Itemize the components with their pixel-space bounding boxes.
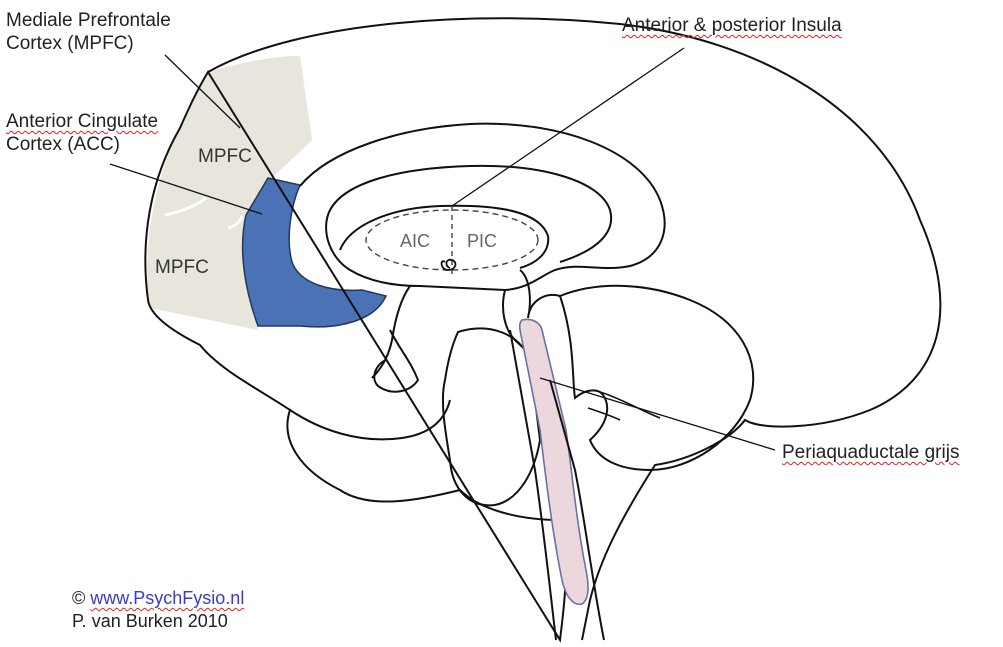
- pag-region: [520, 319, 588, 604]
- acc-title-line1-text: Anterior Cingulate: [6, 111, 158, 132]
- pic-label: PIC: [467, 231, 497, 251]
- cerebellum-fold: [588, 408, 620, 420]
- acc-title-line2: Cortex (ACC): [6, 133, 158, 156]
- small-loop: [442, 260, 456, 270]
- mpfc-lower-label: MPFC: [155, 257, 209, 278]
- acc-title: Anterior Cingulate Cortex (ACC): [6, 110, 158, 156]
- hypothalamus-outline: [374, 330, 418, 392]
- author-text: P. van Burken 2010: [72, 611, 228, 631]
- credit-block: © www.PsychFysio.nl P. van Burken 2010: [72, 587, 244, 633]
- mpfc-title-line1: Mediale Prefrontale: [6, 9, 171, 32]
- insula-title: Anterior & posterior Insula: [622, 14, 842, 37]
- mpfc-title: Mediale Prefrontale Cortex (MPFC): [6, 9, 171, 55]
- temporal-contour: [290, 400, 450, 439]
- aic-label: AIC: [400, 231, 430, 251]
- website-link[interactable]: www.PsychFysio.nl: [90, 588, 244, 608]
- credit-line2: P. van Burken 2010: [72, 610, 244, 633]
- mpfc-title-line2: Cortex (MPFC): [6, 32, 171, 55]
- copyright-symbol: ©: [72, 588, 85, 608]
- credit-line1: © www.PsychFysio.nl: [72, 587, 244, 610]
- pag-title: Periaquaductale grijs: [782, 441, 959, 464]
- cerebellum-outline: [560, 286, 753, 470]
- acc-region: [243, 178, 386, 327]
- acc-title-line1: Anterior Cingulate: [6, 110, 158, 133]
- insula-title-text: Anterior & posterior Insula: [622, 15, 842, 36]
- pag-leader-line: [540, 378, 775, 450]
- pag-title-text: Periaquaductale grijs: [782, 442, 959, 463]
- ventricle-outline: [340, 206, 548, 268]
- mpfc-upper-label: MPFC: [198, 146, 252, 167]
